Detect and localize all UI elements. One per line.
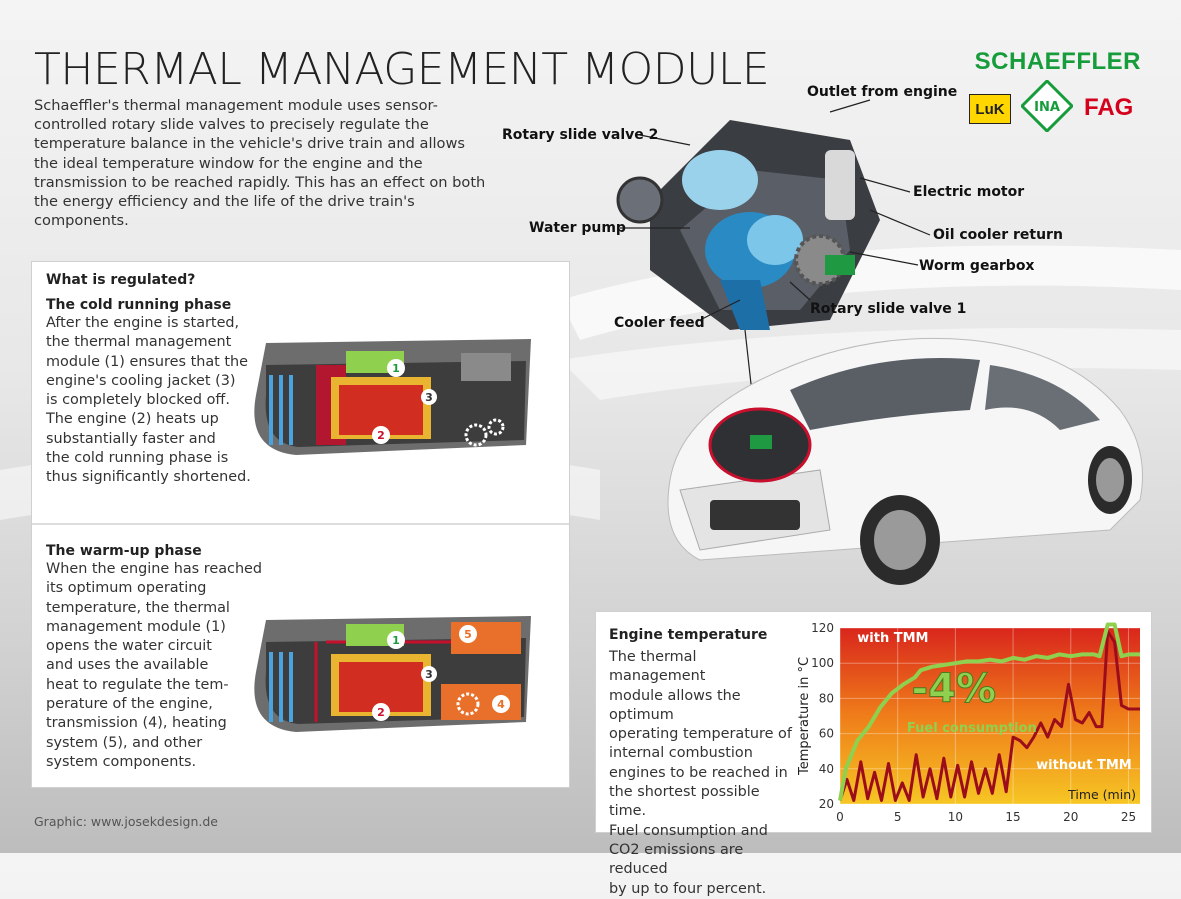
x-tick-label: 20: [1063, 810, 1078, 824]
warm-phase-line: perature of the engine,: [46, 696, 213, 713]
x-tick-label: 5: [894, 810, 902, 824]
engine-temp-line: The thermal management: [609, 649, 706, 685]
label-rotary-slide-valve-2: Rotary slide valve 2: [502, 127, 659, 143]
x-tick-label: 15: [1005, 810, 1020, 824]
cold-phase-line: thus significantly shortened.: [46, 469, 251, 486]
y-tick-label: 100: [811, 656, 834, 670]
page-title: THERMAL MANAGEMENT MODULE: [34, 44, 770, 95]
label-worm-gearbox: Worm gearbox: [919, 258, 1035, 274]
warm-phase-line: its optimum operating: [46, 580, 207, 597]
engine-temperature-chart: 20 40 60 80 100 120 0 5 10 15 20 25 Temperature in…: [797, 621, 1140, 824]
cold-phase-line: module (1) ensures that the: [46, 353, 248, 370]
cold-phase-line: The engine (2) heats up: [46, 411, 219, 428]
x-axis-label: Time (min): [1067, 787, 1136, 802]
label-outlet-from-engine: Outlet from engine: [807, 84, 958, 100]
legend-without-tmm: without TMM: [1036, 758, 1132, 773]
x-tick-labels: 0 5 10 15 20 25: [836, 810, 1136, 824]
engine-temp-line: Fuel consumption and: [609, 822, 768, 839]
engine-temp-line: CO2 emissions are reduced: [609, 841, 744, 878]
warm-number-4: 4: [497, 698, 505, 711]
label-water-pump: Water pump: [529, 220, 626, 236]
warm-phase-heading: The warm-up phase: [46, 543, 202, 559]
car-illustration: [667, 337, 1143, 585]
warm-phase-line: transmission (4), heating: [46, 715, 227, 732]
ina-logo-text: INA: [1034, 100, 1060, 115]
x-tick-label: 25: [1121, 810, 1136, 824]
engine-temp-line: operating temperature of: [609, 726, 792, 743]
warm-phase-line: opens the water circuit: [46, 638, 212, 655]
cold-phase-heading: The cold running phase: [46, 297, 232, 313]
warm-phase-line: When the engine has reached: [46, 561, 263, 577]
cold-number-2: 2: [377, 429, 385, 442]
intro-paragraph: Schaeffler's thermal management module u…: [34, 97, 486, 230]
warm-phase-line: system components.: [46, 753, 197, 770]
panel-divider: [32, 523, 569, 525]
y-tick-label: 20: [819, 797, 834, 811]
x-tick-label: 10: [948, 810, 963, 824]
y-axis-label: Temperature in °C: [797, 657, 812, 776]
cold-phase-line: After the engine is started,: [46, 315, 240, 331]
label-oil-cooler-return: Oil cooler return: [933, 227, 1063, 243]
thermal-module-illustration: [616, 120, 880, 330]
regulated-heading: What is regulated?: [46, 272, 196, 288]
warm-number-2: 2: [377, 706, 385, 719]
warm-phase-text: The warm-up phase When the engine has re…: [46, 543, 296, 772]
label-electric-motor: Electric motor: [913, 184, 1025, 200]
cold-phase-line: substantially faster and: [46, 430, 216, 447]
series-line: [838, 622, 1140, 801]
label-rotary-slide-valve-1: Rotary slide valve 1: [810, 301, 967, 317]
y-tick-labels: 20 40 60 80 100 120: [811, 621, 834, 811]
warm-phase-diagram: 1 2 3 5 4: [254, 616, 531, 732]
schaeffler-logo: SCHAEFFLER: [974, 48, 1141, 75]
series-line: [838, 630, 1140, 802]
warm-phase-line: management module (1): [46, 618, 226, 635]
engine-temp-line: internal combustion: [609, 745, 753, 762]
fag-logo: FAG: [1084, 94, 1134, 121]
x-tick-label: 0: [836, 810, 844, 824]
engine-temp-text: Engine temperature The thermal managemen…: [609, 627, 794, 899]
engine-temp-heading: Engine temperature: [609, 627, 768, 643]
cold-number-3: 3: [425, 391, 433, 404]
luk-logo: LuK: [969, 94, 1011, 124]
cold-phase-line: engine's cooling jacket (3): [46, 372, 236, 389]
warm-phase-line: heat to regulate the tem-: [46, 676, 229, 693]
cold-phase-diagram: 1 2 3: [254, 339, 531, 455]
cold-phase-line: the thermal management: [46, 334, 232, 351]
engine-temp-line: the shortest possible time.: [609, 784, 760, 820]
chart-series: [838, 622, 1140, 802]
engine-temp-line: by up to four percent.: [609, 880, 767, 897]
warm-phase-line: and uses the available: [46, 657, 209, 674]
warm-number-1: 1: [392, 634, 400, 647]
legend-with-tmm: with TMM: [857, 631, 928, 646]
label-cooler-feed: Cooler feed: [614, 315, 705, 331]
y-tick-label: 40: [819, 762, 834, 776]
warm-number-3: 3: [425, 668, 433, 681]
y-tick-label: 80: [819, 691, 834, 705]
y-tick-label: 120: [811, 621, 834, 635]
engine-temp-line: module allows the optimum: [609, 687, 741, 723]
cold-phase-line: the cold running phase is: [46, 450, 229, 467]
ina-logo: INA: [1021, 80, 1073, 132]
warm-phase-line: system (5), and other: [46, 734, 203, 751]
warm-number-5: 5: [464, 628, 472, 641]
engine-temp-line: engines to be reached in: [609, 764, 788, 781]
cold-number-1: 1: [392, 362, 400, 375]
cold-phase-line: is completely blocked off.: [46, 392, 230, 409]
y-tick-label: 60: [819, 727, 834, 741]
cold-phase-text: What is regulated? The cold running phas…: [46, 272, 296, 488]
fuel-saving-label: Fuel consumption: [907, 721, 1037, 736]
leader-lines: [620, 99, 931, 421]
graphic-credit: Graphic: www.josekdesign.de: [34, 814, 218, 829]
warm-phase-line: temperature, the thermal: [46, 599, 230, 616]
fuel-saving-value: -4%: [912, 666, 997, 712]
